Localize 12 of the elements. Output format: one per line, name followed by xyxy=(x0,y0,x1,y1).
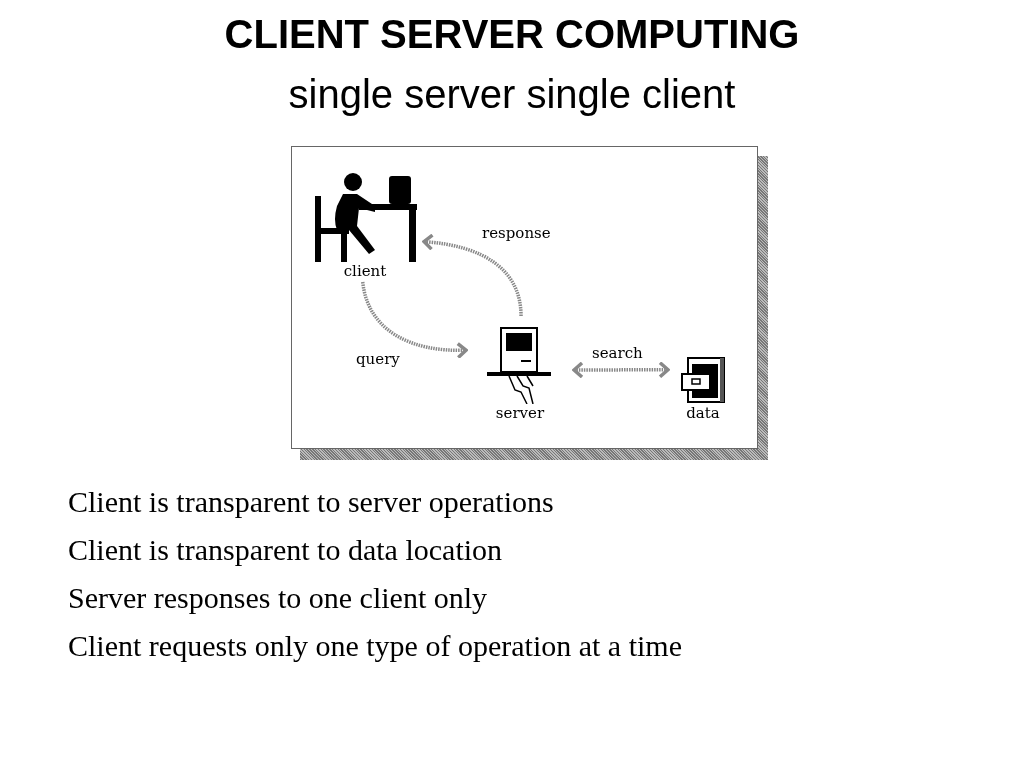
subtitle: single server single client xyxy=(288,71,736,118)
arrow xyxy=(361,281,468,359)
bullet-text: Server responses to one client only xyxy=(68,580,489,616)
bullet-text: Client is transparent to data location xyxy=(68,532,504,568)
bullet-text: Client requests only one type of operation at a time xyxy=(68,628,682,664)
arrow xyxy=(422,233,523,317)
bullet-text: Client is transparent to server operations xyxy=(68,484,555,520)
arrow xyxy=(572,361,670,379)
node-label: data xyxy=(686,404,720,422)
node-label: client xyxy=(343,262,387,280)
title: CLIENT SERVER COMPUTING xyxy=(224,11,800,58)
node-label: server xyxy=(495,404,545,422)
